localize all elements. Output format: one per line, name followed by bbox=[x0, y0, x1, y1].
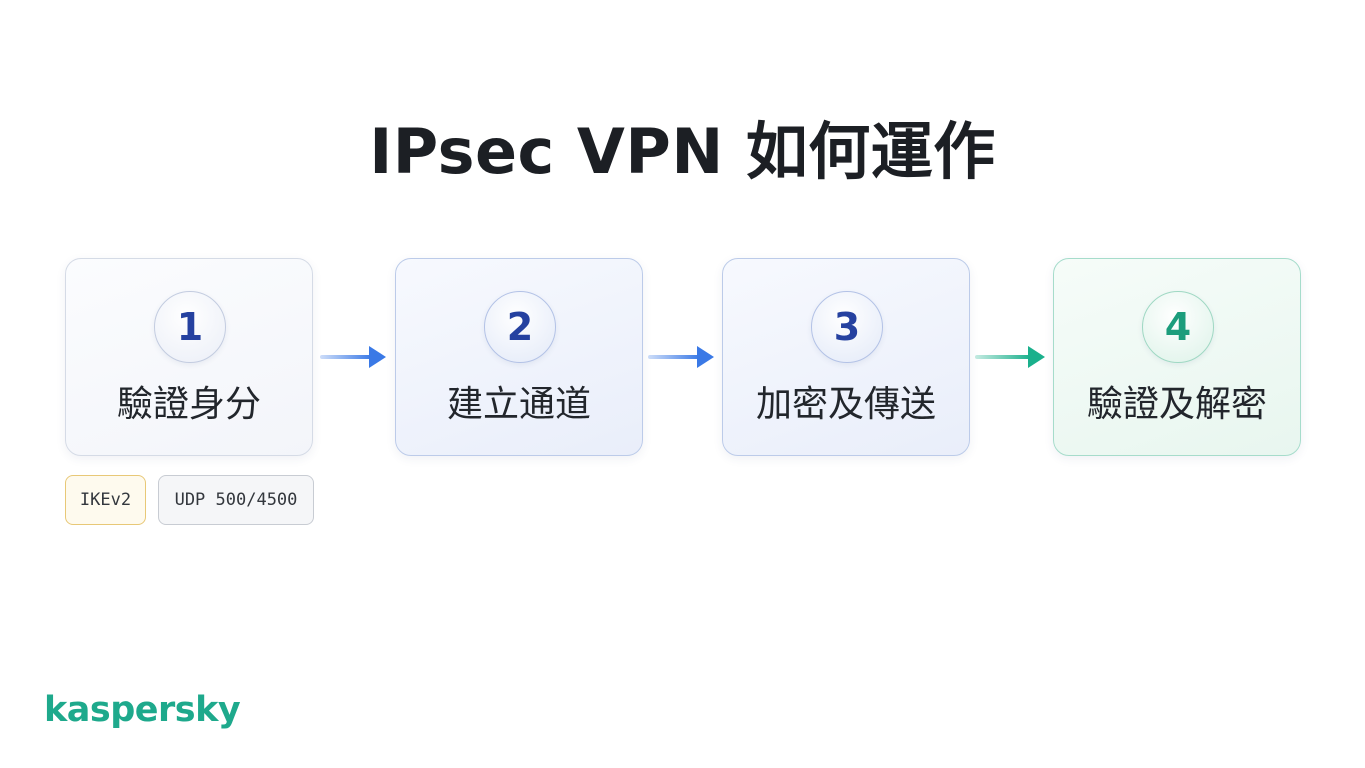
step-number-3: 3 bbox=[811, 291, 883, 363]
step-number-2: 2 bbox=[484, 291, 556, 363]
step-number-4: 4 bbox=[1142, 291, 1214, 363]
step-label-1: 驗證身分 bbox=[116, 384, 261, 425]
step-number-1: 1 bbox=[154, 291, 226, 363]
step-label-2: 建立通道 bbox=[446, 384, 591, 425]
arrow-right-icon bbox=[648, 346, 714, 368]
step-card-3: 3 加密及傳送 bbox=[722, 258, 970, 456]
page-title: IPsec VPN 如何運作 bbox=[369, 115, 996, 188]
brand-logo: kaspersky bbox=[44, 690, 241, 730]
protocol-tag-ikev2: IKEv2 bbox=[65, 475, 146, 525]
step-label-4: 驗證及解密 bbox=[1086, 384, 1267, 425]
arrow-right-icon bbox=[320, 346, 386, 368]
step-card-2: 2 建立通道 bbox=[395, 258, 643, 456]
step-label-3: 加密及傳送 bbox=[755, 384, 936, 425]
step-card-1: 1 驗證身分 bbox=[65, 258, 313, 456]
arrow-right-icon bbox=[975, 346, 1045, 368]
port-tag-udp: UDP 500/4500 bbox=[158, 475, 314, 525]
step-card-4: 4 驗證及解密 bbox=[1053, 258, 1301, 456]
